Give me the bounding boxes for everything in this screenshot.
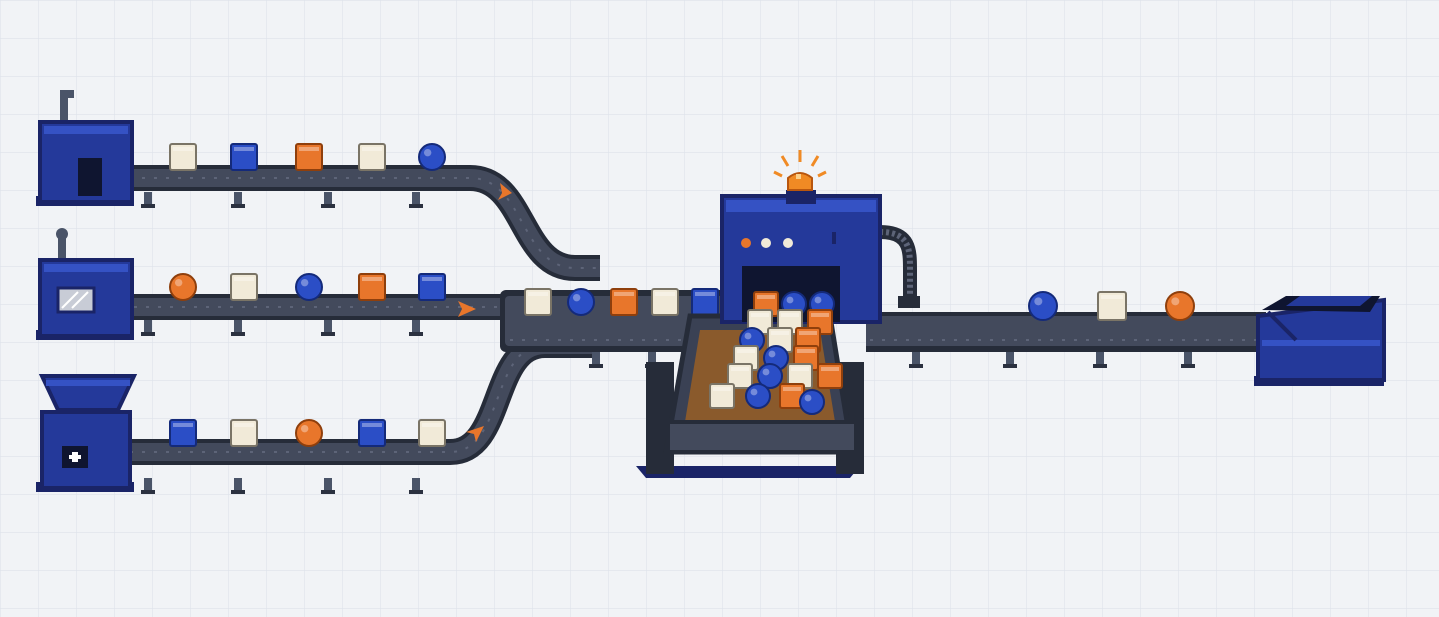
hopper-item-pile [709,291,843,415]
item-blue-ball [799,389,825,415]
direction-arrow-icon [498,183,512,200]
item-cream-cube [651,288,679,316]
direction-arrow-icon [458,301,476,317]
item-cream-cube [727,363,753,389]
top-line-items [169,143,446,171]
direction-arrow-icon [466,426,484,442]
item-cream-cube [418,419,446,447]
item-blue-cube [691,288,719,316]
item-orange-cube [295,143,323,171]
bottom-line-items [169,419,446,447]
collection-bin-icon[interactable] [1254,296,1386,386]
item-orange-cube [358,273,386,301]
item-orange-ball [1165,291,1195,321]
top-conveyor-belt [118,165,600,281]
item-blue-ball [745,383,771,409]
output-conveyor-belt [866,312,1266,352]
hopper-icon[interactable] [36,374,138,492]
item-orange-cube [610,288,638,316]
middle-line-items [169,273,446,301]
item-cream-cube [1097,291,1127,321]
item-orange-cube [817,363,843,389]
item-blue-ball [1028,291,1058,321]
direction-arrows [458,183,512,442]
item-cream-cube [230,273,258,301]
item-blue-ball [295,273,323,301]
factory-machine-icon[interactable] [36,228,134,340]
item-cream-cube [358,143,386,171]
item-orange-ball [295,419,323,447]
item-blue-ball [418,143,446,171]
item-blue-ball [567,288,595,316]
item-blue-cube [358,419,386,447]
item-cream-cube [787,363,813,389]
alarm-beacon-icon [773,150,827,191]
middle-conveyor-belt [118,294,518,320]
output-belt-items [1028,291,1195,321]
item-blue-cube [230,143,258,171]
item-blue-ball [757,363,783,389]
item-blue-cube [169,419,197,447]
conveyor-belts [118,165,1266,465]
item-cream-cube [709,383,735,409]
item-orange-ball [169,273,197,301]
belt-support-legs [141,192,1195,494]
item-blue-cube [418,273,446,301]
item-orange-cube [779,383,805,409]
item-cream-cube [169,143,197,171]
item-cream-cube [524,288,552,316]
item-cream-cube [230,419,258,447]
merge-belt-items [524,288,719,316]
factory-machine-icon[interactable] [36,90,134,206]
